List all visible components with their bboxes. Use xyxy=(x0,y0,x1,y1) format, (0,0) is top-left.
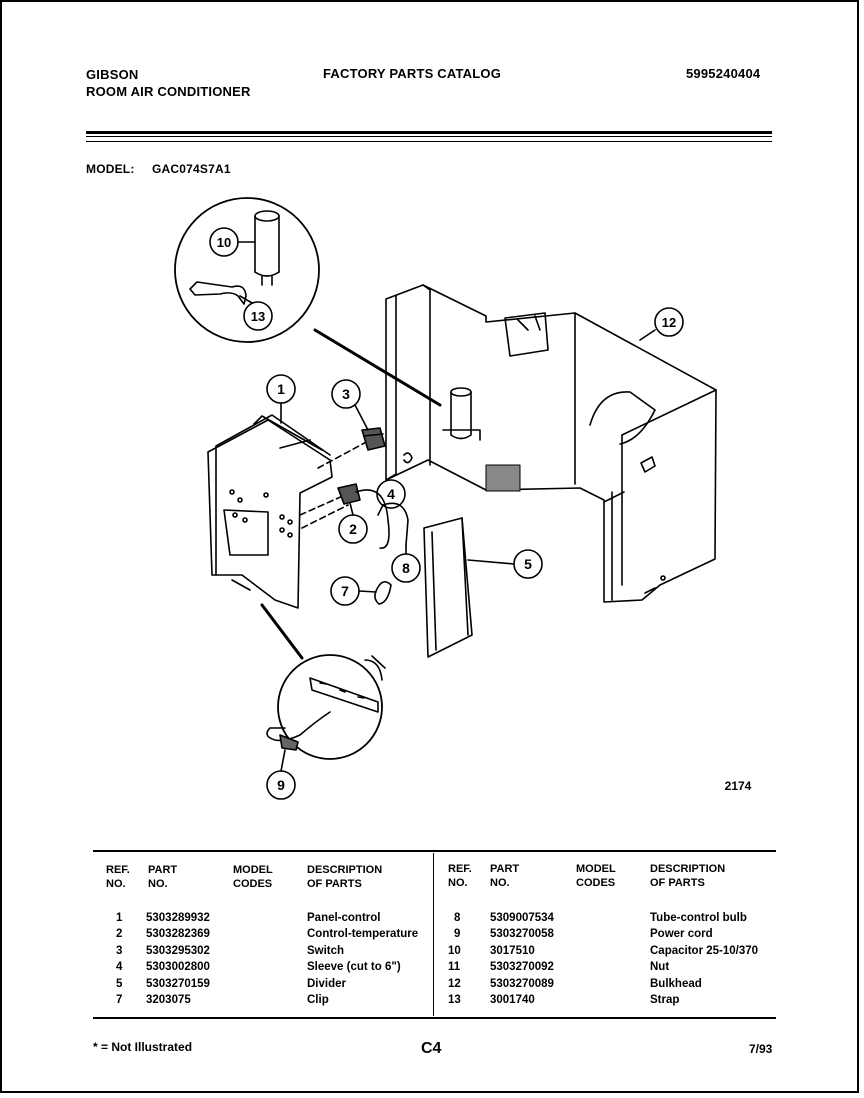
header-ref: REF.NO. xyxy=(106,864,130,890)
callout-10: 10 xyxy=(217,235,231,250)
table-center-divider xyxy=(433,853,434,1016)
header-ref-right: REF.NO. xyxy=(448,863,472,889)
callout-4: 4 xyxy=(387,486,395,502)
table-row: 13 3001740 Strap xyxy=(448,993,680,1006)
callout-9: 9 xyxy=(277,777,285,793)
table-row: 12 5303270089 Bulkhead xyxy=(448,977,702,990)
callout-12: 12 xyxy=(662,315,676,330)
callout-2: 2 xyxy=(349,521,357,537)
header-rule-thin xyxy=(86,136,772,137)
callout-group xyxy=(209,227,684,800)
callout-3: 3 xyxy=(342,386,350,402)
parts-list-left: 1 5303289932 Panel-control 2 5303282369 … xyxy=(100,910,430,1008)
header-rule-thick xyxy=(86,131,772,134)
table-row: 11 5303270092 Nut xyxy=(448,961,670,974)
table-row: 8 5309007534 Tube-control bulb xyxy=(454,912,747,924)
table-row: 7 3203075 Clip xyxy=(116,993,329,1006)
divider-part xyxy=(423,517,473,658)
thermostat-part xyxy=(337,483,390,549)
footnote-not-illustrated: * = Not Illustrated xyxy=(93,1040,193,1054)
figure-number: 2174 xyxy=(725,779,752,793)
catalog-title: FACTORY PARTS CATALOG xyxy=(323,66,502,81)
table-row: 2 5303282369 Control-temperature xyxy=(116,928,419,941)
callout-13: 13 xyxy=(251,309,265,324)
revision-date: 7/93 xyxy=(749,1042,773,1056)
brand-name: GIBSON xyxy=(86,67,139,82)
table-row: 5 5303270159 Divider xyxy=(116,977,346,990)
callout-7: 7 xyxy=(341,583,349,599)
switch-part xyxy=(361,427,386,451)
header-rule-thin-2 xyxy=(86,141,772,142)
table-row: 3 5303295302 Switch xyxy=(116,944,345,957)
page-code: C4 xyxy=(421,1040,442,1057)
bulkhead-assembly xyxy=(385,284,717,603)
catalog-number: 5995240404 xyxy=(686,66,761,81)
callout-8: 8 xyxy=(402,560,410,576)
table-row: 10 3017510 Capacitor 25-10/370 xyxy=(448,944,759,957)
clip-part xyxy=(374,581,392,605)
callout-1: 1 xyxy=(277,381,285,397)
parts-list-right: 8 5309007534 Tube-control bulb 9 5303270… xyxy=(440,910,780,1008)
control-panel xyxy=(207,414,371,660)
product-name: ROOM AIR CONDITIONER xyxy=(86,84,251,99)
table-bottom-rule xyxy=(93,1017,776,1019)
table-row: 1 5303289932 Panel-control xyxy=(116,912,381,924)
detail-circle-power-cord xyxy=(266,654,386,760)
table-top-rule xyxy=(93,850,776,852)
callout-5: 5 xyxy=(524,556,532,572)
exploded-parts-diagram: 1 2 3 4 5 7 8 9 10 12 13 2174 xyxy=(174,197,752,800)
table-row: 4 5303002800 Sleeve (cut to 6") xyxy=(116,961,401,974)
table-row: 9 5303270058 Power cord xyxy=(454,928,713,941)
model-value: GAC074S7A1 xyxy=(152,162,231,176)
model-label: MODEL: xyxy=(86,162,135,176)
detail-circle-capacitor xyxy=(174,197,442,407)
